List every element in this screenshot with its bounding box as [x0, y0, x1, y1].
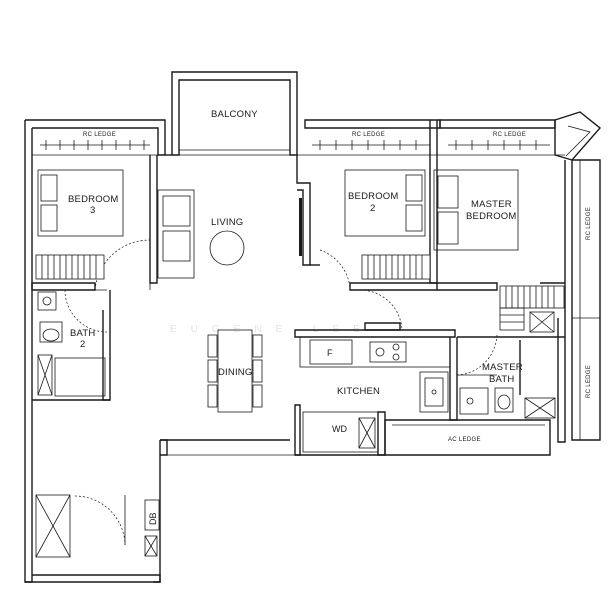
rc-ledge-label-right: RC LEDGE — [493, 132, 526, 138]
interior-walls — [31, 120, 565, 456]
master-bath-label-line1: MASTER — [482, 362, 523, 373]
rc-ledge-label-vertical-upper: RC LEDGE — [586, 207, 592, 240]
bedroom-3-furniture — [35, 169, 124, 280]
bedroom-2-furniture — [344, 169, 431, 280]
foyer-fixtures — [35, 494, 160, 558]
rc-ledge-label-left: RC LEDGE — [83, 132, 116, 138]
dining-furniture — [207, 329, 263, 413]
door-swings — [64, 239, 498, 546]
ledge-hatching — [32, 140, 565, 156]
master-bath-fixtures — [459, 387, 556, 419]
bedroom-3-label-line2: 3 — [90, 205, 95, 216]
bath-2-label-line2: 2 — [80, 339, 85, 350]
watermark: EUGENE LEE — [170, 324, 374, 335]
master-bedroom-label-line1: MASTER — [471, 199, 512, 210]
dining-label: DINING — [218, 367, 252, 378]
ac-ledge-label: AC LEDGE — [448, 437, 481, 443]
balcony-label: BALCONY — [211, 109, 258, 120]
living-furniture — [157, 189, 302, 279]
rc-ledge-label-vertical-lower: RC LEDGE — [586, 365, 592, 398]
fridge-label: F — [327, 348, 333, 358]
living-label: LIVING — [211, 217, 243, 228]
rc-ledge-label-mid: RC LEDGE — [352, 132, 385, 138]
bath-2-label-line1: BATH — [70, 328, 95, 339]
washer-dryer-label: WD — [332, 424, 347, 434]
bedroom-3-label-line1: BEDROOM — [68, 194, 119, 205]
bath-2-fixtures — [37, 291, 106, 397]
bedroom-2-label-line2: 2 — [370, 203, 375, 214]
bedroom-2-label-line1: BEDROOM — [348, 191, 399, 202]
kitchen-label: KITCHEN — [337, 386, 380, 397]
master-bedroom-furniture — [433, 169, 565, 333]
master-bath-label-line2: BATH — [489, 374, 514, 385]
distribution-board-label: DB — [148, 512, 158, 525]
master-bedroom-label-line2: BEDROOM — [466, 211, 517, 222]
outer-walls — [24, 71, 602, 583]
kitchen-fixtures — [299, 336, 451, 453]
